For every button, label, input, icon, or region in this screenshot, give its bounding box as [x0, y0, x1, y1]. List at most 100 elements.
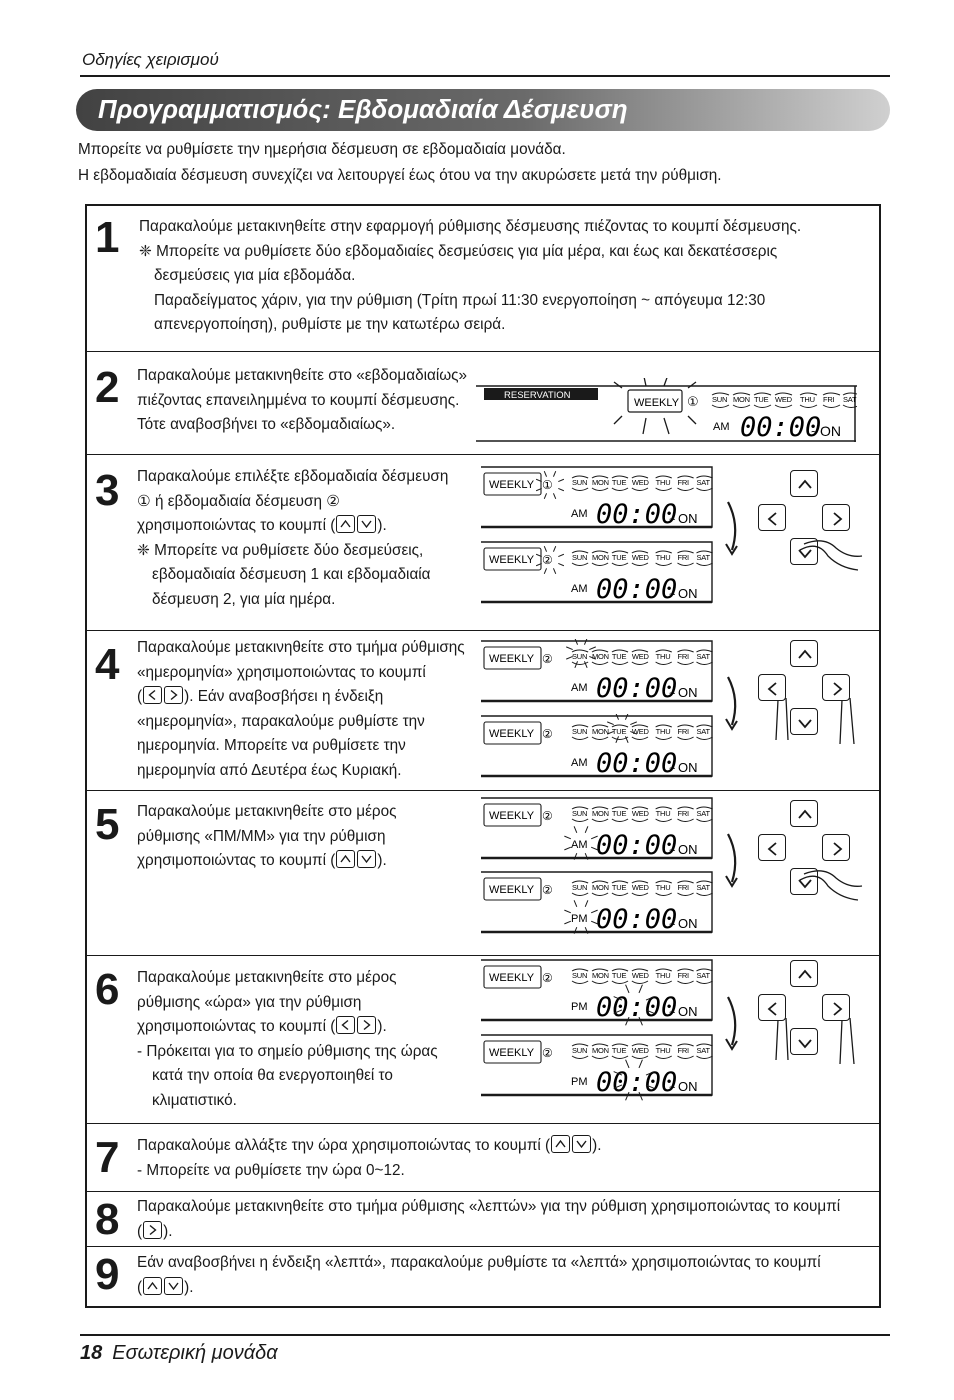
arrow-down-button[interactable] — [790, 868, 818, 895]
arrow-left-button[interactable] — [758, 994, 786, 1021]
arrow-right-button[interactable] — [822, 674, 850, 701]
on-label: ON — [678, 586, 698, 601]
day-sat: SAT — [843, 395, 857, 404]
day-sat: SAT — [696, 652, 710, 661]
on-label: ON — [678, 685, 698, 700]
arrow-button-pad — [758, 640, 868, 750]
day-wed: WED — [632, 1046, 650, 1055]
title-bar: Προγραμματισμός: Εβδομαδιαία Δέσμευση — [76, 89, 890, 131]
step-9: 9 Εάν αναβοσβήνει η ένδειξη «λεπτά», παρ… — [87, 1247, 879, 1306]
step-number: 7 — [95, 1133, 120, 1182]
day-sun: SUN — [572, 727, 587, 736]
day-wed: WED — [632, 478, 650, 487]
arrow-right-button[interactable] — [822, 834, 850, 861]
reservation-number: ② — [542, 809, 553, 823]
weekly-label: WEEKLY — [489, 653, 535, 665]
close-paren: ). — [592, 1137, 602, 1154]
close-paren: ). — [377, 852, 387, 869]
close-paren: ). — [377, 1018, 387, 1035]
page-number: 18 — [80, 1342, 103, 1364]
left-button-icon — [336, 1016, 356, 1034]
arrow-left-button[interactable] — [758, 504, 786, 531]
day-wed: WED — [632, 727, 650, 736]
step-line: χρησιμοποιώντας το κουμπί ( — [137, 1018, 336, 1035]
steps-table: 1 Παρακαλούμε μετακινηθείτε στην εφαρμογ… — [85, 204, 881, 1308]
lcd-time: 00:00 — [596, 904, 677, 935]
open-paren: ( — [137, 1222, 143, 1240]
arrow-right-button[interactable] — [822, 504, 850, 531]
sequence-arrow-icon — [722, 675, 746, 740]
day-fri: FRI — [677, 478, 689, 487]
day-wed: WED — [632, 652, 650, 661]
tilde-mark: ~ — [669, 514, 675, 526]
open-paren: ( — [137, 688, 143, 705]
day-sat: SAT — [696, 883, 710, 892]
footer-label: Εσωτερική μονάδα — [112, 1342, 278, 1364]
up-button-icon — [143, 1276, 163, 1295]
on-label: ON — [678, 511, 698, 526]
close-paren: ). — [184, 1278, 194, 1296]
arrow-left-button[interactable] — [758, 674, 786, 701]
lcd-time: 00:00 — [596, 499, 677, 530]
weekly-label: WEEKLY — [489, 554, 535, 566]
arrow-right-button[interactable] — [822, 994, 850, 1021]
day-mon: MON — [592, 652, 609, 661]
step-text: Παρακαλούμε επιλέξτε εβδομαδιαία δέσμευσ… — [137, 465, 448, 612]
day-mon: MON — [733, 395, 750, 404]
step-line: Παρακαλούμε μετακινηθείτε στο τμήμα ρύθμ… — [137, 639, 465, 656]
day-sat: SAT — [696, 809, 710, 818]
weekly-label: WEEKLY — [489, 972, 535, 984]
am-pm-label: AM — [571, 839, 588, 851]
tilde-mark: ~ — [669, 763, 675, 775]
day-tue: TUE — [612, 727, 627, 736]
step-line: - Μπορείτε να ρυθμίσετε την ώρα 0~12. — [137, 1161, 405, 1179]
reservation-number: ② — [542, 553, 553, 567]
arrow-up-button[interactable] — [790, 960, 818, 987]
day-tue: TUE — [612, 553, 627, 562]
step-line: κλιματιστικό. — [152, 1091, 237, 1109]
reservation-number: ② — [542, 652, 553, 666]
day-tue: TUE — [612, 971, 627, 980]
lcd-time: 00:00 — [596, 748, 677, 779]
arrow-up-button[interactable] — [790, 470, 818, 497]
day-mon: MON — [592, 1046, 609, 1055]
arrow-down-button[interactable] — [790, 1028, 818, 1055]
day-sun: SUN — [572, 478, 587, 487]
step-line: ρύθμισης «ΠΜ/ΜΜ» για την ρύθμιση — [137, 827, 386, 845]
step-line: απενεργοποίηση), ρυθμίστε με την κατωτέρ… — [154, 316, 506, 333]
tilde-mark: ~ — [669, 589, 675, 601]
arrow-up-button[interactable] — [790, 800, 818, 827]
arrow-down-button[interactable] — [790, 538, 818, 565]
day-wed: WED — [632, 809, 650, 818]
step-note: ❈ Μπορείτε να ρυθμίσετε δύο δεσμεύσεις, — [137, 541, 424, 559]
day-sun: SUN — [712, 395, 727, 404]
day-wed: WED — [632, 971, 650, 980]
day-thu: THU — [800, 395, 815, 404]
day-fri: FRI — [677, 1046, 689, 1055]
step-text: Παρακαλούμε μετακινηθείτε στο τμήμα ρύθμ… — [137, 1195, 840, 1244]
step-line: δεσμεύσεις για μία εβδομάδα. — [154, 267, 356, 284]
arrow-left-button[interactable] — [758, 834, 786, 861]
flash-indicator — [564, 826, 598, 860]
am-pm-label: AM — [571, 508, 588, 520]
step-1: 1 Παρακαλούμε μετακινηθείτε στην εφαρμογ… — [87, 206, 879, 352]
day-sat: SAT — [696, 971, 710, 980]
intro-line-2: Η εβδομαδιαία δέσμευση συνεχίζει να λειτ… — [78, 167, 722, 184]
arrow-up-button[interactable] — [790, 640, 818, 667]
on-label: ON — [678, 1079, 698, 1094]
on-label: ON — [678, 842, 698, 857]
right-button-icon — [164, 686, 184, 704]
flash-indicator — [613, 984, 655, 1026]
step-number: 3 — [95, 466, 120, 515]
day-tue: TUE — [612, 652, 627, 661]
arrow-down-button[interactable] — [790, 708, 818, 735]
step-line: Παρακαλούμε μετακινηθείτε στο τμήμα ρύθμ… — [137, 1198, 841, 1215]
am-pm-label: PM — [571, 913, 588, 925]
weekly-label: WEEKLY — [489, 1047, 535, 1059]
